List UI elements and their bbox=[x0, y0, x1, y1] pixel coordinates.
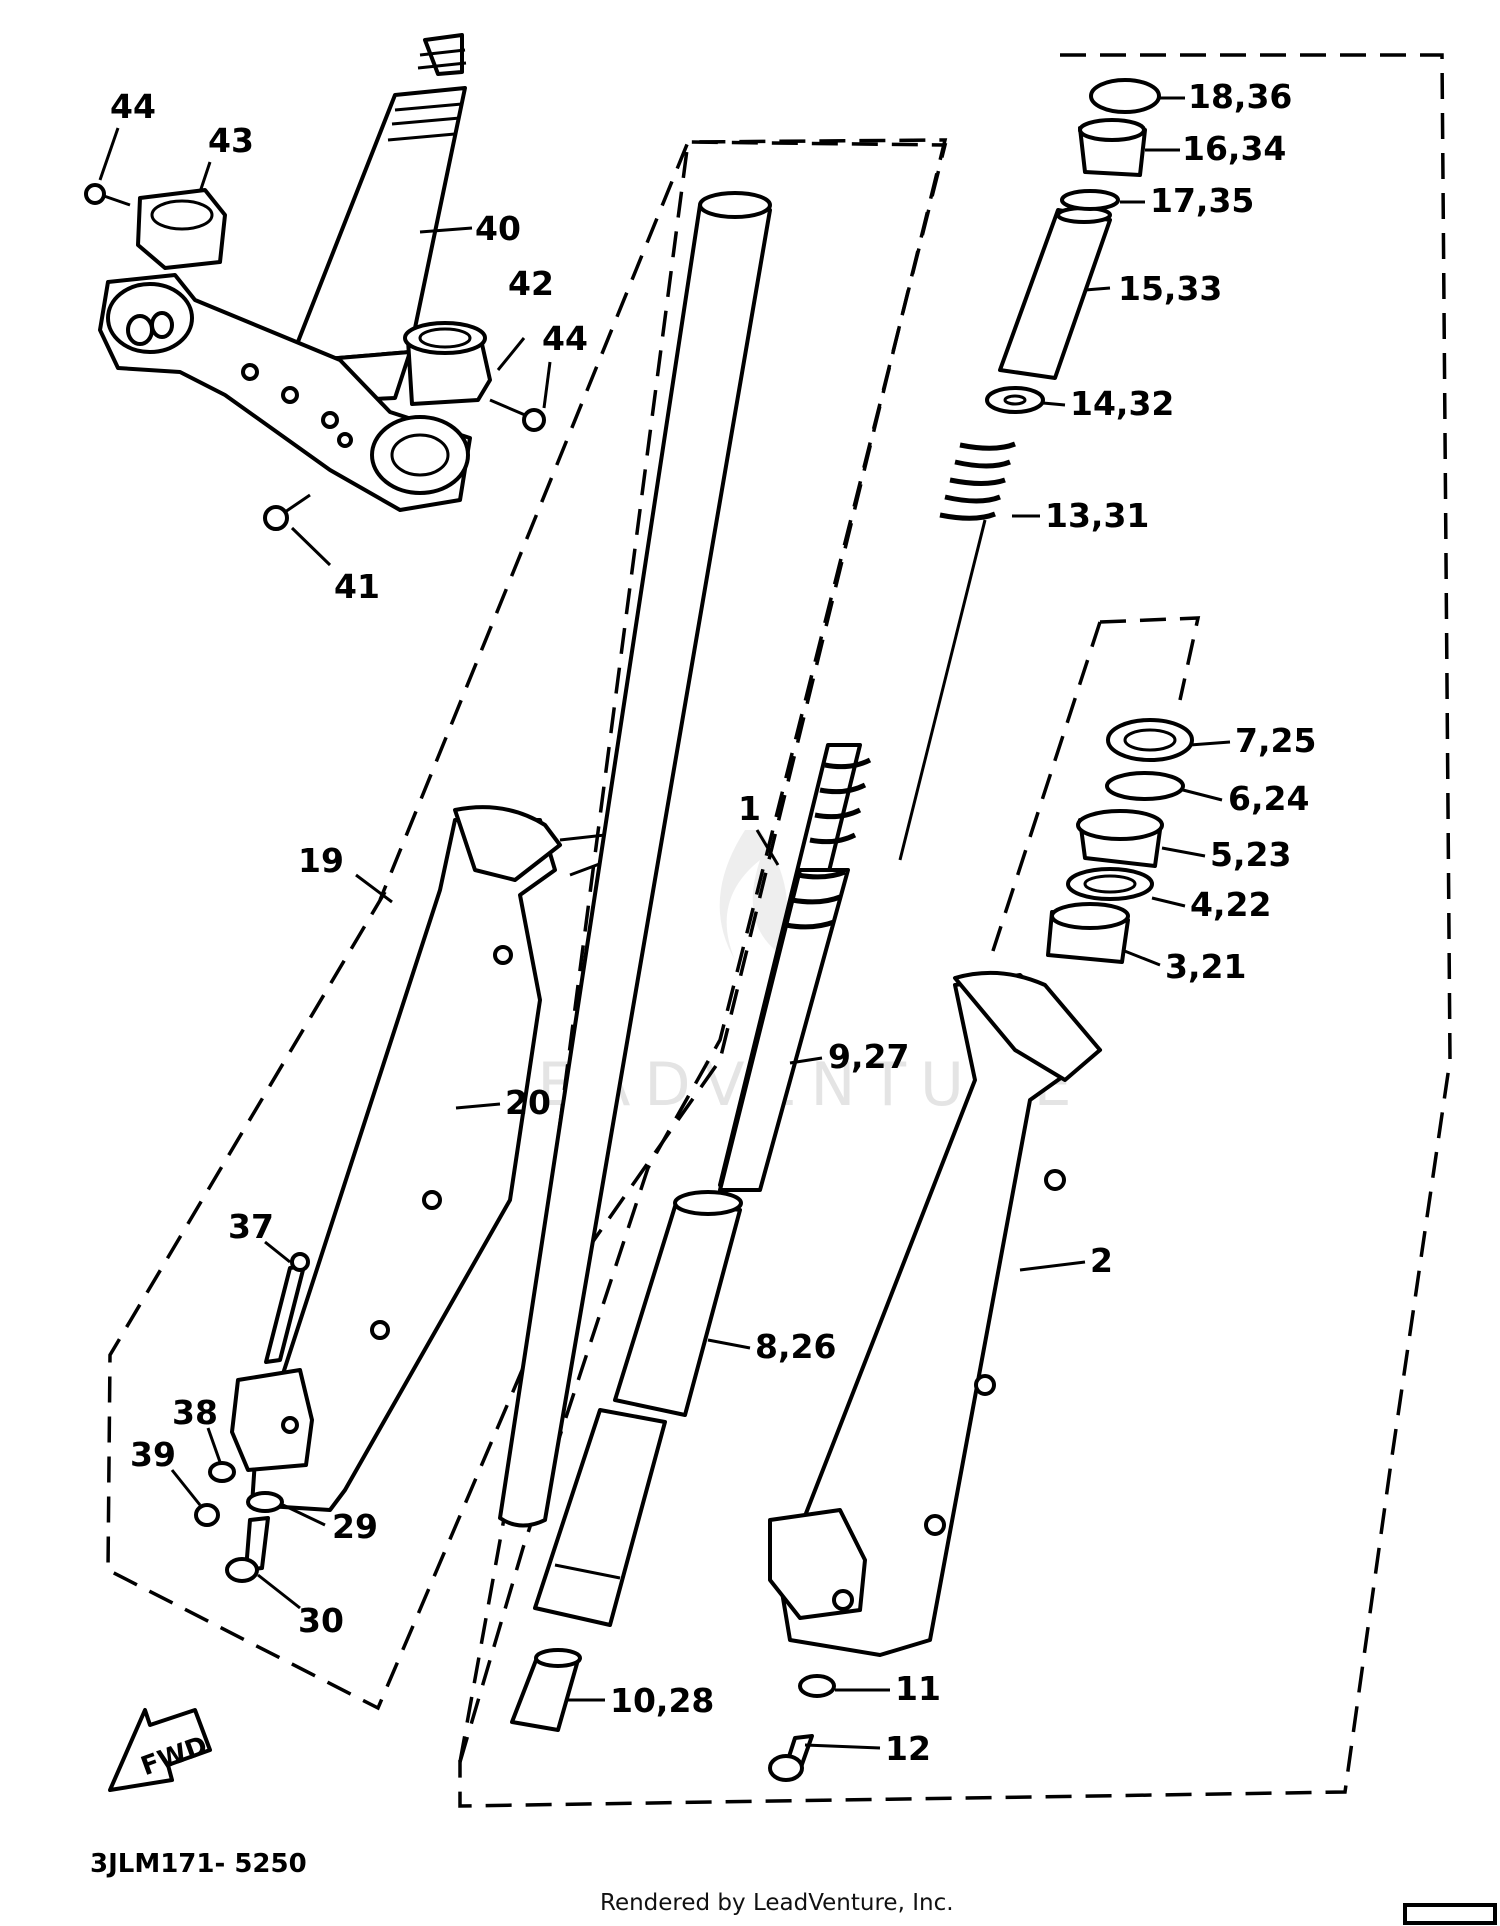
callout-2: 2 bbox=[1090, 1241, 1113, 1280]
callout-8-26: 8,26 bbox=[755, 1327, 836, 1366]
callout-1: 1 bbox=[738, 789, 761, 828]
footer-credit: Rendered by LeadVenture, Inc. bbox=[600, 1890, 954, 1916]
stopper-ring bbox=[1105, 771, 1185, 801]
callout-15-33: 15,33 bbox=[1118, 269, 1222, 308]
callout-20: 20 bbox=[505, 1083, 551, 1122]
pinch-bolt bbox=[263, 493, 311, 531]
damper-rod-bolt bbox=[768, 1734, 814, 1782]
callout-3-21: 3,21 bbox=[1165, 947, 1246, 986]
fork-cap bbox=[1089, 78, 1161, 114]
o-ring bbox=[1060, 189, 1120, 211]
inner-fork-tube bbox=[498, 191, 772, 1528]
callout-44-right: 44 bbox=[542, 319, 588, 358]
nut-39 bbox=[194, 1503, 220, 1527]
callout-5-23: 5,23 bbox=[1210, 835, 1291, 874]
forward-arrow-icon: FWD bbox=[108, 1708, 212, 1792]
callout-37: 37 bbox=[228, 1207, 274, 1246]
axle-pinch-bolt bbox=[264, 1252, 310, 1364]
washer-29 bbox=[246, 1491, 284, 1513]
callout-labels: 18,36 16,34 17,35 15,33 14,32 13,31 7,25… bbox=[110, 77, 1316, 1768]
oil-lock-piece bbox=[533, 1408, 667, 1627]
left-fork-outer-tube bbox=[230, 805, 612, 1512]
callout-43: 43 bbox=[208, 121, 254, 160]
washer-38 bbox=[208, 1461, 236, 1483]
oil-seal bbox=[1076, 809, 1164, 868]
callout-44-left: 44 bbox=[110, 87, 156, 126]
callout-39: 39 bbox=[130, 1435, 176, 1474]
callout-40: 40 bbox=[475, 209, 521, 248]
handlebar-clamp-upper bbox=[136, 188, 227, 270]
right-fork-group-outline bbox=[458, 53, 1452, 1808]
corner-mark bbox=[1403, 1903, 1497, 1925]
callout-29: 29 bbox=[332, 1507, 378, 1546]
seal-washer bbox=[1066, 867, 1154, 901]
right-fork-outer-tube bbox=[768, 970, 1102, 1657]
damper-rod bbox=[718, 743, 872, 1192]
diagram-code: 3JLM171- 5250 bbox=[90, 1849, 307, 1879]
leader-lines bbox=[98, 96, 1231, 1750]
callout-41: 41 bbox=[334, 567, 380, 606]
spacer-tube bbox=[998, 206, 1112, 380]
callout-19: 19 bbox=[298, 841, 344, 880]
callout-16-34: 16,34 bbox=[1182, 129, 1286, 168]
callout-17-35: 17,35 bbox=[1150, 181, 1254, 220]
oil-lock-cap bbox=[510, 1648, 582, 1732]
copper-washer bbox=[798, 1674, 836, 1698]
clamp-bolt-right bbox=[489, 398, 546, 432]
outer-tube-bushing bbox=[1046, 902, 1130, 964]
spring-seat bbox=[985, 386, 1045, 414]
callout-11: 11 bbox=[895, 1669, 941, 1708]
callout-4-22: 4,22 bbox=[1190, 885, 1271, 924]
under-bracket bbox=[98, 273, 472, 512]
clamp-bolt-left bbox=[84, 183, 131, 207]
callout-13-31: 13,31 bbox=[1045, 496, 1149, 535]
cap-bolt bbox=[1078, 118, 1147, 177]
callout-6-24: 6,24 bbox=[1228, 779, 1309, 818]
callout-38: 38 bbox=[172, 1393, 218, 1432]
handlebar-clamp-lower bbox=[403, 321, 492, 406]
callout-12: 12 bbox=[885, 1729, 931, 1768]
outer-tube-subgroup-outline bbox=[988, 616, 1201, 961]
callout-18-36: 18,36 bbox=[1188, 77, 1292, 116]
callout-9-27: 9,27 bbox=[828, 1037, 909, 1076]
callout-30: 30 bbox=[298, 1601, 344, 1640]
fork-spring bbox=[898, 441, 1016, 861]
callout-42: 42 bbox=[508, 264, 554, 303]
inner-tube-bushing bbox=[613, 1190, 743, 1417]
dust-seal bbox=[1106, 718, 1194, 762]
drain-bolt-30 bbox=[225, 1516, 270, 1583]
callout-10-28: 10,28 bbox=[610, 1681, 714, 1720]
callout-14-32: 14,32 bbox=[1070, 384, 1174, 423]
callout-7-25: 7,25 bbox=[1235, 721, 1316, 760]
